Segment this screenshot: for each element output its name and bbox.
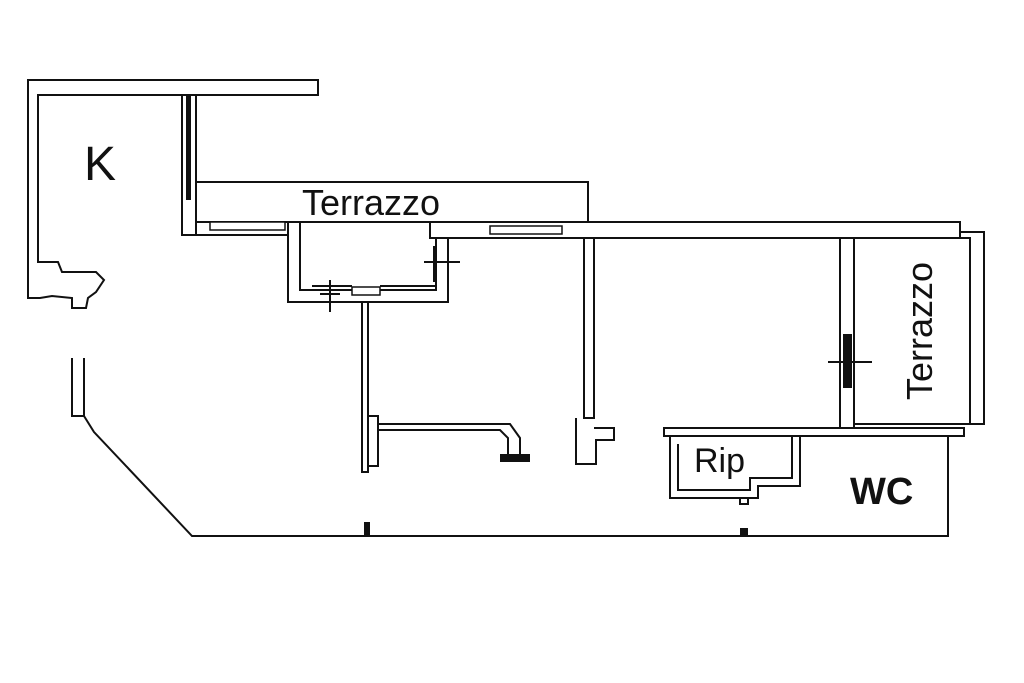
room-label-bathroom: WC — [850, 471, 913, 513]
central-niche-walls — [287, 222, 460, 312]
room-label-terrace-top: Terrazzo — [302, 182, 440, 223]
middle-partition — [575, 238, 615, 465]
corridor-window — [489, 225, 563, 235]
storage-walls — [663, 427, 965, 505]
outer-walls — [71, 358, 949, 537]
room-label-kitchen: K — [84, 138, 116, 191]
room-label-terrace-right: Terrazzo — [899, 262, 940, 400]
terrace-window — [209, 221, 286, 231]
niche-window — [351, 286, 381, 296]
kitchen-walls — [27, 79, 319, 309]
room-label-storage: Rip — [694, 442, 745, 480]
terrace-top-walls — [195, 181, 589, 231]
central-partition — [361, 302, 530, 473]
